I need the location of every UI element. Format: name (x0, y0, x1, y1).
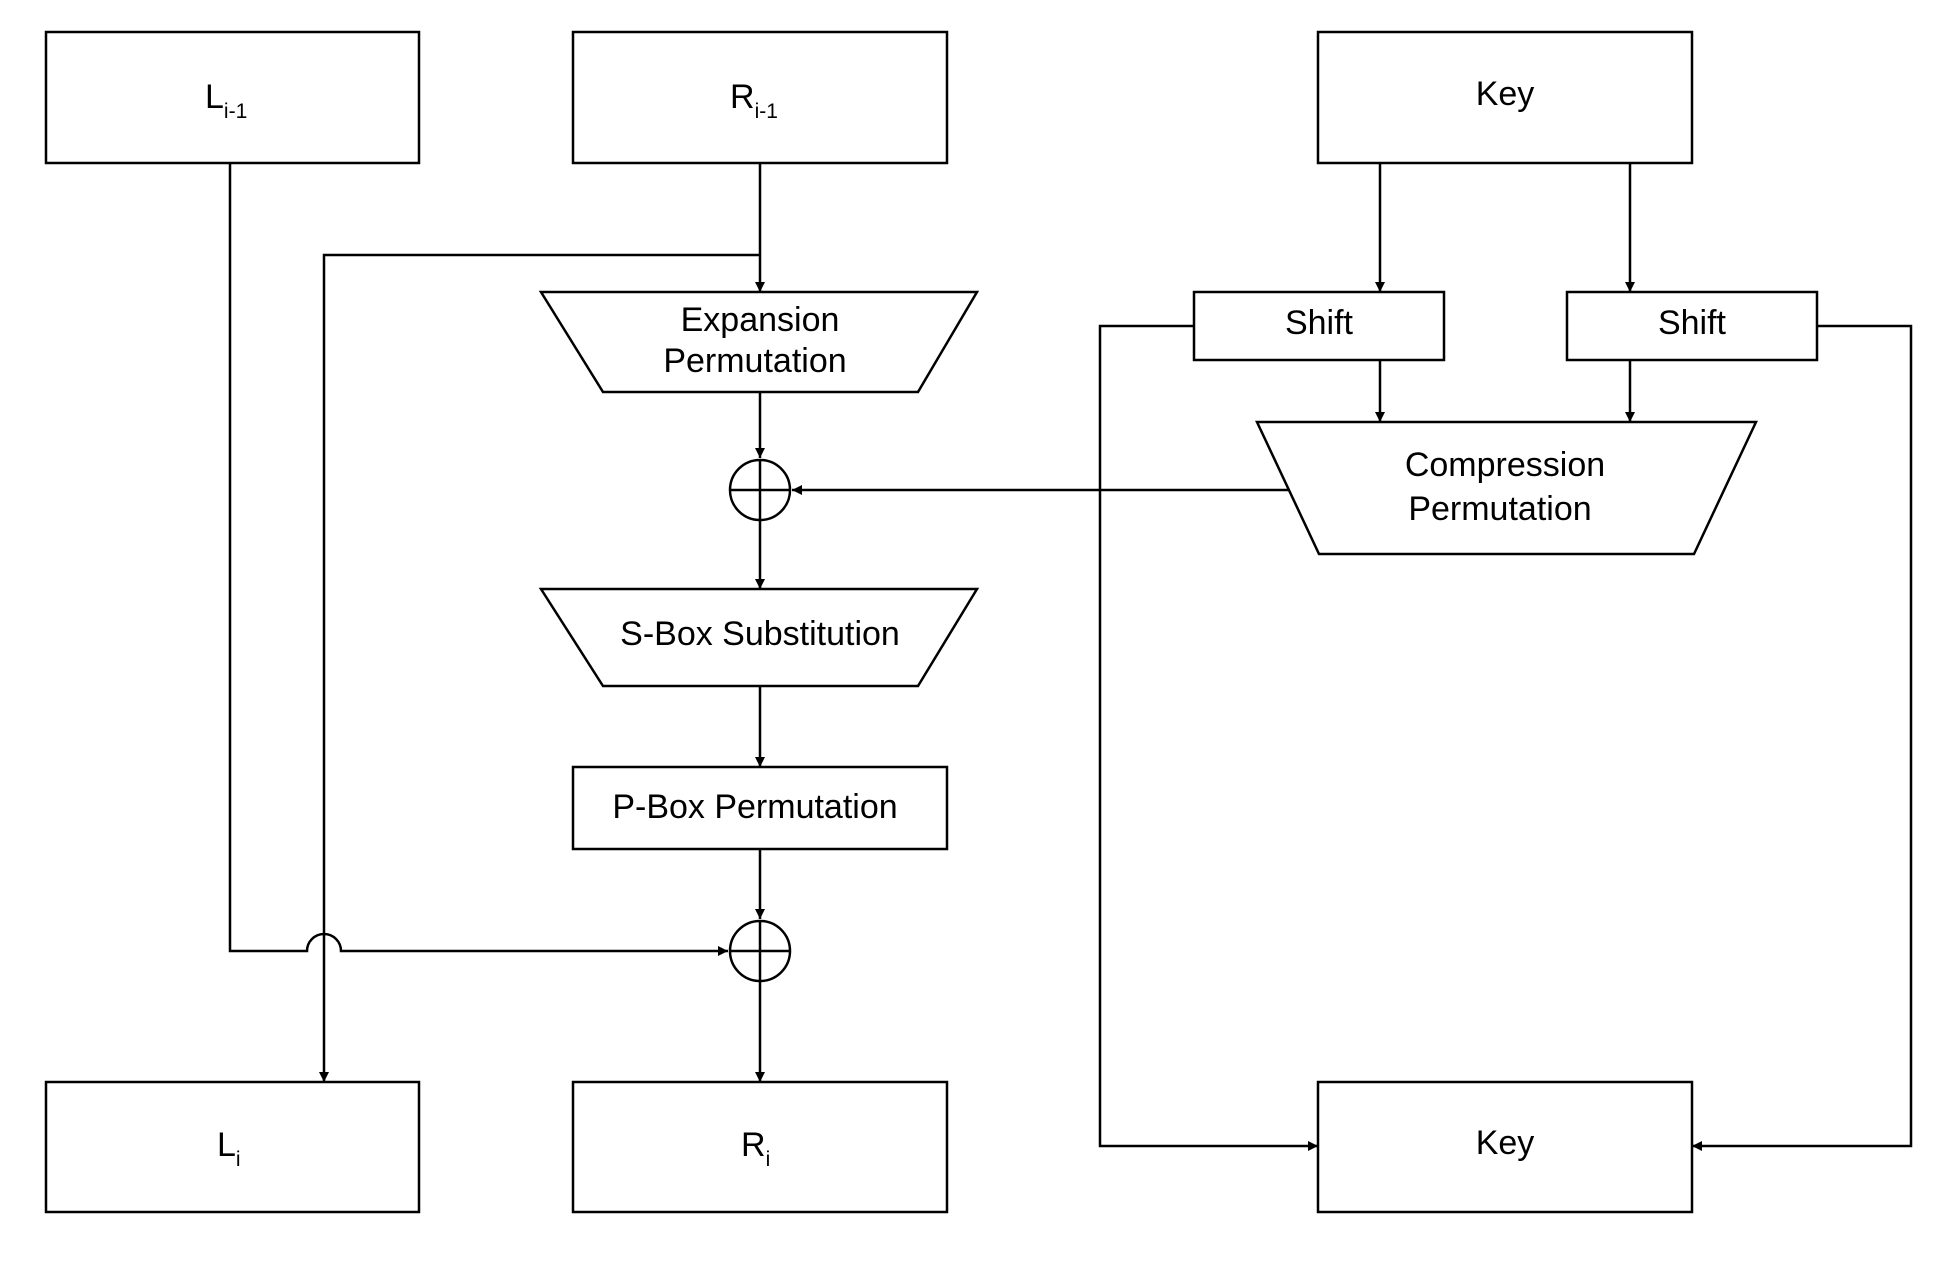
l-prev-sub: i-1 (224, 100, 247, 123)
l-prev-main: L (205, 78, 224, 116)
r-prev-main: R (730, 78, 755, 116)
arrow-shift-left-to-key-out (1098, 324, 1318, 1151)
key-input-label: Key (1476, 75, 1535, 113)
key-output-label: Key (1476, 1124, 1535, 1162)
shift-right-label: Shift (1658, 304, 1727, 342)
r-prev-sub: i-1 (755, 100, 778, 123)
l-next-box: Li (44, 1080, 421, 1214)
svg-text:Li: Li (217, 1126, 241, 1171)
pbox-label: P-Box Permutation (612, 788, 897, 826)
compression-line1: Compression (1405, 446, 1605, 484)
arrow-shift-right-to-key-out (1692, 324, 1913, 1151)
r-next-box: Ri (571, 1080, 949, 1214)
r-next-main: R (741, 1126, 766, 1164)
shift-left-box: Shift (1192, 290, 1446, 362)
key-input-box: Key (1316, 30, 1694, 165)
compression-permutation-trapezoid: Compression Permutation (1255, 420, 1758, 556)
arrow-l-prev-to-xor (228, 163, 728, 956)
arrow-r-prev-to-l-next (319, 253, 760, 1082)
expansion-permutation-trapezoid: Expansion Permutation (538, 290, 980, 394)
sbox-label: S-Box Substitution (620, 615, 900, 653)
xor-symbol-lower (728, 919, 792, 983)
shift-right-box: Shift (1565, 290, 1819, 362)
pbox-permutation-box: P-Box Permutation (571, 765, 949, 851)
sbox-substitution-trapezoid: S-Box Substitution (538, 587, 980, 688)
svg-text:Ri-1: Ri-1 (730, 78, 778, 123)
compression-line2: Permutation (1408, 490, 1591, 528)
svg-text:Ri: Ri (741, 1126, 770, 1171)
l-next-sub: i (236, 1148, 241, 1171)
r-prev-box: Ri-1 (571, 30, 949, 165)
r-next-sub: i (766, 1148, 771, 1171)
xor-symbol-upper (728, 458, 792, 522)
expansion-line2: Permutation (663, 342, 846, 380)
key-output-box: Key (1316, 1080, 1694, 1214)
expansion-line1: Expansion (681, 301, 840, 339)
svg-text:Li-1: Li-1 (205, 78, 247, 123)
l-next-main: L (217, 1126, 236, 1164)
l-prev-box: Li-1 (44, 30, 421, 165)
shift-left-label: Shift (1285, 304, 1354, 342)
